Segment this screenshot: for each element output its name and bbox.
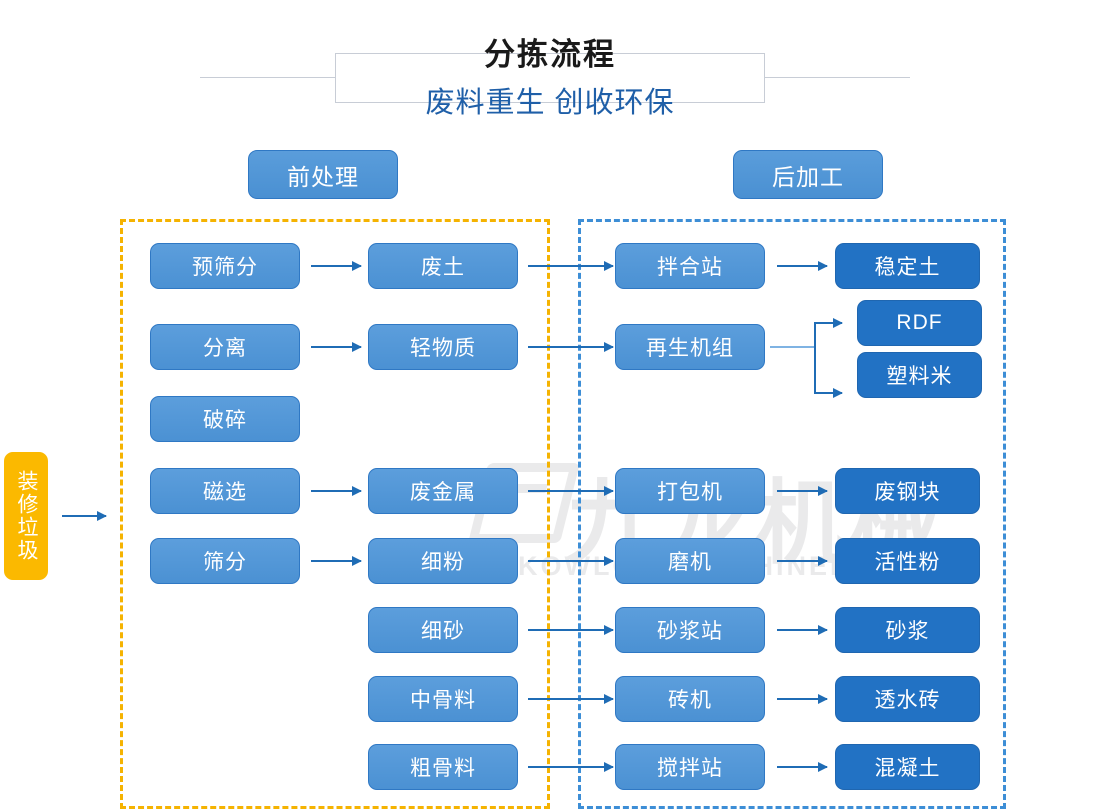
arrow-coarseagg-to-mixplant — [528, 762, 614, 772]
node-equipment-mill: 磨机 — [615, 538, 765, 584]
node-pre-sieve: 筛分 — [150, 538, 300, 584]
arrow-light-to-recycleunit — [528, 342, 614, 352]
arrow-sieve-to-finepowder — [311, 556, 362, 566]
node-entry-waste: 装修垃圾 — [4, 452, 48, 580]
arrow-wastesoil-to-mixstation — [528, 261, 614, 271]
node-product-concrete: 混凝土 — [835, 744, 980, 790]
node-material-fine-sand: 细砂 — [368, 607, 518, 653]
node-product-plastic-pellet: 塑料米 — [857, 352, 982, 398]
arrow-finepowder-to-mill — [528, 556, 614, 566]
node-pre-separate: 分离 — [150, 324, 300, 370]
node-material-waste-soil: 废土 — [368, 243, 518, 289]
node-equipment-baler: 打包机 — [615, 468, 765, 514]
arrow-recycleunit-to-rdf — [814, 318, 843, 328]
node-material-fine-powder: 细粉 — [368, 538, 518, 584]
title-rule-left — [200, 77, 336, 78]
arrow-mortarstation-to-mortar — [777, 625, 828, 635]
node-product-rdf: RDF — [857, 300, 982, 346]
node-product-scrap-steel: 废钢块 — [835, 468, 980, 514]
arrow-brickmachine-to-perviousbrick — [777, 694, 828, 704]
node-pre-magsep: 磁选 — [150, 468, 300, 514]
node-product-active-powder: 活性粉 — [835, 538, 980, 584]
node-material-scrap-metal: 废金属 — [368, 468, 518, 514]
arrow-baler-to-scrapsteel — [777, 486, 828, 496]
region-post-process — [578, 219, 1006, 809]
node-equipment-recycling-unit: 再生机组 — [615, 324, 765, 370]
node-material-coarse-agg: 粗骨料 — [368, 744, 518, 790]
arrow-presieve-to-wastesoil — [311, 261, 362, 271]
arrow-mixplant-to-concrete — [777, 762, 828, 772]
arrow-mediumagg-to-brickmachine — [528, 694, 614, 704]
arrow-magsep-to-scrapmetal — [311, 486, 362, 496]
title-rule-right — [764, 77, 910, 78]
arrow-mixstation-to-stabilizedsoil — [777, 261, 828, 271]
node-pre-crush: 破碎 — [150, 396, 300, 442]
arrow-entry-to-pre — [62, 511, 107, 521]
node-product-mortar: 砂浆 — [835, 607, 980, 653]
node-equipment-mixing-station: 拌合站 — [615, 243, 765, 289]
section-header-post-process: 后加工 — [733, 150, 883, 199]
node-product-pervious-brick: 透水砖 — [835, 676, 980, 722]
node-equipment-mixing-plant: 搅拌站 — [615, 744, 765, 790]
arrow-scrapmetal-to-baler — [528, 486, 614, 496]
arrow-separate-to-light — [311, 342, 362, 352]
title-frame — [335, 53, 765, 103]
arrow-mill-to-activepowder — [777, 556, 828, 566]
node-product-stabilized-soil: 稳定土 — [835, 243, 980, 289]
node-material-light-matter: 轻物质 — [368, 324, 518, 370]
node-equipment-mortar-station: 砂浆站 — [615, 607, 765, 653]
page-subtitle: 废料重生 创收环保 — [425, 87, 675, 119]
node-pre-presieve: 预筛分 — [150, 243, 300, 289]
branch-stem-recycling-unit — [770, 346, 815, 348]
section-header-pre-process: 前处理 — [248, 150, 398, 199]
node-material-medium-agg: 中骨料 — [368, 676, 518, 722]
region-pre-process — [120, 219, 550, 809]
node-equipment-brick-machine: 砖机 — [615, 676, 765, 722]
page-title: 分拣流程 — [484, 37, 616, 72]
branch-vertical-recycling-unit — [814, 322, 816, 394]
arrow-finesand-to-mortarstation — [528, 625, 614, 635]
arrow-recycleunit-to-plasticpellet — [814, 388, 843, 398]
